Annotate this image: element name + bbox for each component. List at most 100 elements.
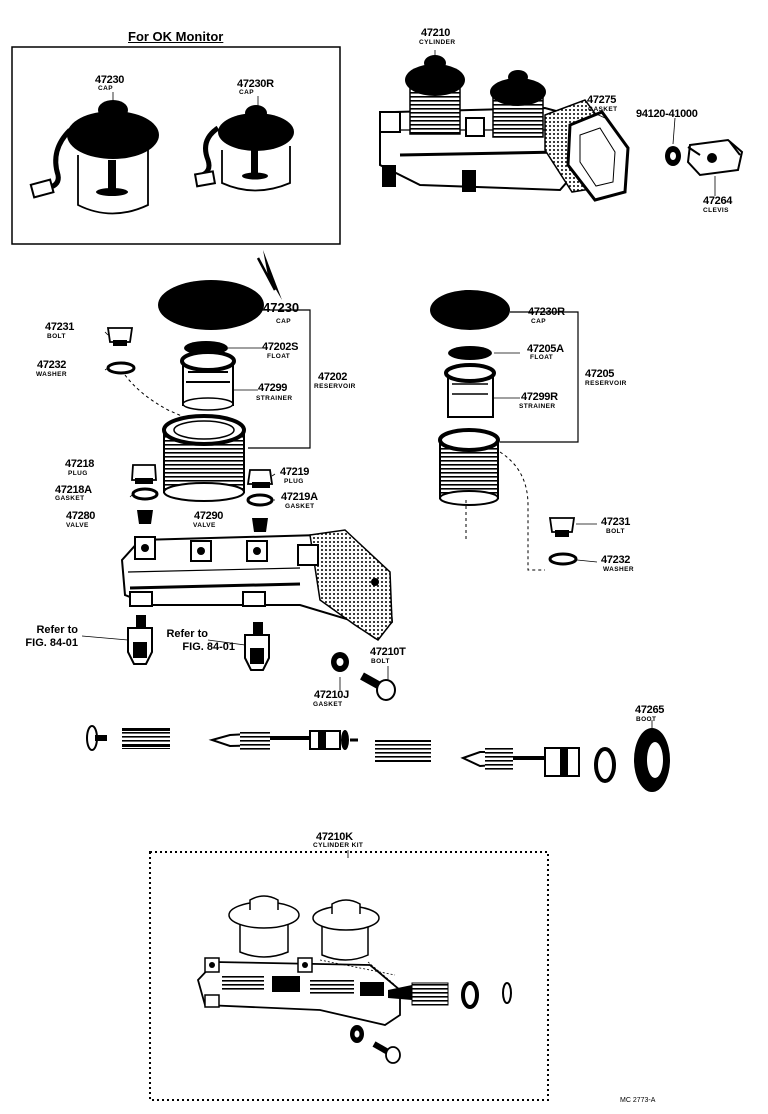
refer-to-right-line1: Refer to (166, 628, 208, 640)
kit-body (196, 957, 401, 1026)
label-47230-desc: CAP (276, 318, 291, 325)
label-47290-desc: VALVE (193, 522, 216, 529)
label-47218A: 47218A (55, 484, 92, 496)
label-47230R-inset: 47230R (237, 78, 274, 90)
label-47232-left: 47232 (37, 359, 67, 371)
label-94120: 94120-41000 (636, 108, 698, 120)
label-47210: 47210 (421, 27, 451, 39)
label-47205: 47205 (585, 368, 615, 380)
label-47210K: 47210K (316, 831, 353, 843)
label-47264-desc: CLEVIS (703, 207, 729, 214)
label-47280: 47280 (66, 510, 96, 522)
label-47219-desc: PLUG (284, 478, 304, 485)
label-47230-inset-desc: CAP (98, 85, 113, 92)
label-47231-right-desc: BOLT (606, 528, 625, 535)
label-47219A: 47219A (281, 491, 318, 503)
label-47231-right: 47231 (601, 516, 631, 528)
label-47205A-desc: FLOAT (530, 354, 554, 361)
label-47299: 47299 (258, 382, 288, 394)
kit-piston-out (388, 981, 512, 1009)
label-47219: 47219 (280, 466, 310, 478)
gasket-47210J (331, 652, 349, 672)
label-47210J-desc: GASKET (313, 701, 343, 708)
label-47230-inset: 47230 (95, 74, 125, 86)
label-47218: 47218 (65, 458, 95, 470)
label-47210T: 47210T (370, 646, 406, 658)
float-47205A (448, 346, 492, 360)
strainer-47299R (444, 363, 496, 418)
figure-code: MC 2773-A (620, 1097, 656, 1104)
label-47232-left-desc: WASHER (36, 371, 67, 378)
bolt-47210T (360, 672, 396, 701)
inset-reservoir-47230 (29, 100, 159, 215)
washer-47232-right (548, 552, 578, 566)
leader-lines (81, 50, 716, 858)
gasket-47218A (131, 487, 159, 501)
label-47219A-desc: GASKET (285, 503, 315, 510)
refer-to-right-line2: FIG. 84-01 (182, 641, 235, 653)
label-47202-desc: RESERVOIR (314, 383, 356, 390)
label-47210K-desc: CYLINDER KIT (313, 842, 364, 849)
label-47202: 47202 (318, 371, 348, 383)
label-47210T-desc: BOLT (371, 658, 390, 665)
label-47299-desc: STRAINER (256, 395, 293, 402)
label-47265-desc: BOOT (636, 716, 657, 723)
kit-bolt (372, 1041, 401, 1064)
valve-47290 (252, 518, 268, 532)
inset-title: For OK Monitor (128, 29, 224, 44)
switch-left (127, 615, 153, 665)
label-47265: 47265 (635, 704, 665, 716)
cylinder-kit-box (149, 851, 549, 1101)
valve-47280 (137, 510, 153, 524)
kit-reservoir-right (312, 899, 380, 961)
cylinder-body (120, 529, 394, 642)
label-47210-desc: CYLINDER (419, 39, 456, 46)
label-47275-desc: GASKET (588, 106, 618, 113)
label-47275: 47275 (587, 94, 617, 106)
label-47299R: 47299R (521, 391, 558, 403)
gasket-47275 (566, 110, 630, 202)
label-47231-left-desc: BOLT (47, 333, 66, 340)
label-47231-left: 47231 (45, 321, 75, 333)
inset-reservoir-47230R (193, 105, 294, 192)
plug-47218 (131, 464, 157, 484)
label-47232-right: 47232 (601, 554, 631, 566)
label-47202S: 47202S (262, 341, 299, 353)
label-47218-desc: PLUG (68, 470, 88, 477)
label-47230R: 47230R (528, 306, 565, 318)
label-47230R-desc: CAP (531, 318, 546, 325)
label-47218A-desc: GASKET (55, 495, 85, 502)
gasket-47219A (246, 493, 274, 507)
clevis-47264 (686, 138, 744, 177)
reservoir-47202 (162, 414, 246, 502)
label-47230: 47230 (263, 300, 300, 315)
label-47202S-desc: FLOAT (267, 353, 291, 360)
label-47205-desc: RESERVOIR (585, 380, 627, 387)
nut-94120 (665, 146, 681, 166)
inset-box (11, 46, 341, 245)
reservoir-47205 (438, 428, 500, 506)
switch-right (244, 622, 270, 671)
label-47299R-desc: STRAINER (519, 403, 556, 410)
label-47290: 47290 (194, 510, 224, 522)
refer-to-left-line2: FIG. 84-01 (25, 637, 78, 649)
cap-47230R (430, 290, 510, 330)
cap-47230 (158, 280, 264, 330)
label-47232-right-desc: WASHER (603, 566, 634, 573)
label-47264: 47264 (703, 195, 733, 207)
label-47230R-inset-desc: CAP (239, 89, 254, 96)
bolt-47231-right (548, 517, 576, 537)
piston-row (86, 725, 616, 783)
washer-47232-left (106, 361, 136, 375)
plug-47219 (246, 469, 274, 488)
label-47280-desc: VALVE (66, 522, 89, 529)
strainer-47299 (180, 350, 236, 411)
label-47210J: 47210J (314, 689, 349, 701)
label-47205A: 47205A (527, 343, 564, 355)
kit-gasket (350, 1025, 364, 1043)
bolt-47231-left (106, 327, 134, 346)
kit-reservoir-left (228, 895, 300, 958)
refer-to-left-line1: Refer to (36, 624, 78, 636)
boot-47265 (634, 728, 670, 792)
